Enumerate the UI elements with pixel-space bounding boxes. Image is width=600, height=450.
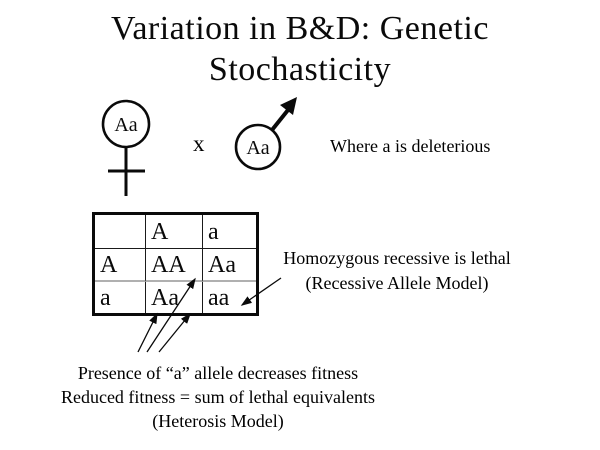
heterosis-note-line1: Presence of “a” allele decreases fitness: [77, 363, 359, 383]
slide-title-line1: Variation in B&D: Genetic: [111, 10, 489, 47]
cross-label: x: [193, 131, 205, 156]
recessive-model-note: Homozygous recessive is lethal (Recessiv…: [265, 246, 529, 296]
punnett-cell: A: [95, 249, 146, 282]
heterosis-note-line3: (Heterosis Model): [152, 411, 284, 431]
slide-title-line2: Stochasticity: [208, 51, 392, 88]
male-symbol-icon: Aa: [234, 97, 297, 171]
punnett-cell: AA: [146, 249, 203, 282]
punnett-cell: a: [95, 282, 146, 313]
arrow-to-aa-cell-icon: [158, 312, 191, 353]
recessive-note-line1: Homozygous recessive is lethal: [283, 248, 511, 268]
female-symbol-icon: Aa: [101, 99, 151, 196]
deleterious-note: Where a is deleterious: [330, 136, 491, 156]
heterosis-model-note: Presence of “a” allele decreases fitness…: [38, 361, 398, 433]
male-genotype-label: Aa: [246, 137, 269, 159]
punnett-cell: A: [146, 215, 203, 249]
female-genotype-label: Aa: [114, 114, 137, 136]
punnett-cell: Aa: [146, 282, 203, 313]
punnett-cell: a: [203, 215, 256, 249]
punnett-cell: [95, 215, 146, 249]
heterosis-note-line2: Reduced fitness = sum of lethal equivale…: [60, 387, 376, 407]
punnett-square-table: A a A AA Aa a Aa aa: [92, 212, 259, 316]
punnett-cell: aa: [208, 284, 230, 311]
punnett-cell: Aa: [203, 249, 256, 282]
arrow-to-Aa-cell-icon: [137, 312, 158, 353]
slide-title: Variation in B&D: Genetic Stochasticity: [0, 8, 600, 90]
recessive-note-line2: (Recessive Allele Model): [305, 273, 489, 293]
